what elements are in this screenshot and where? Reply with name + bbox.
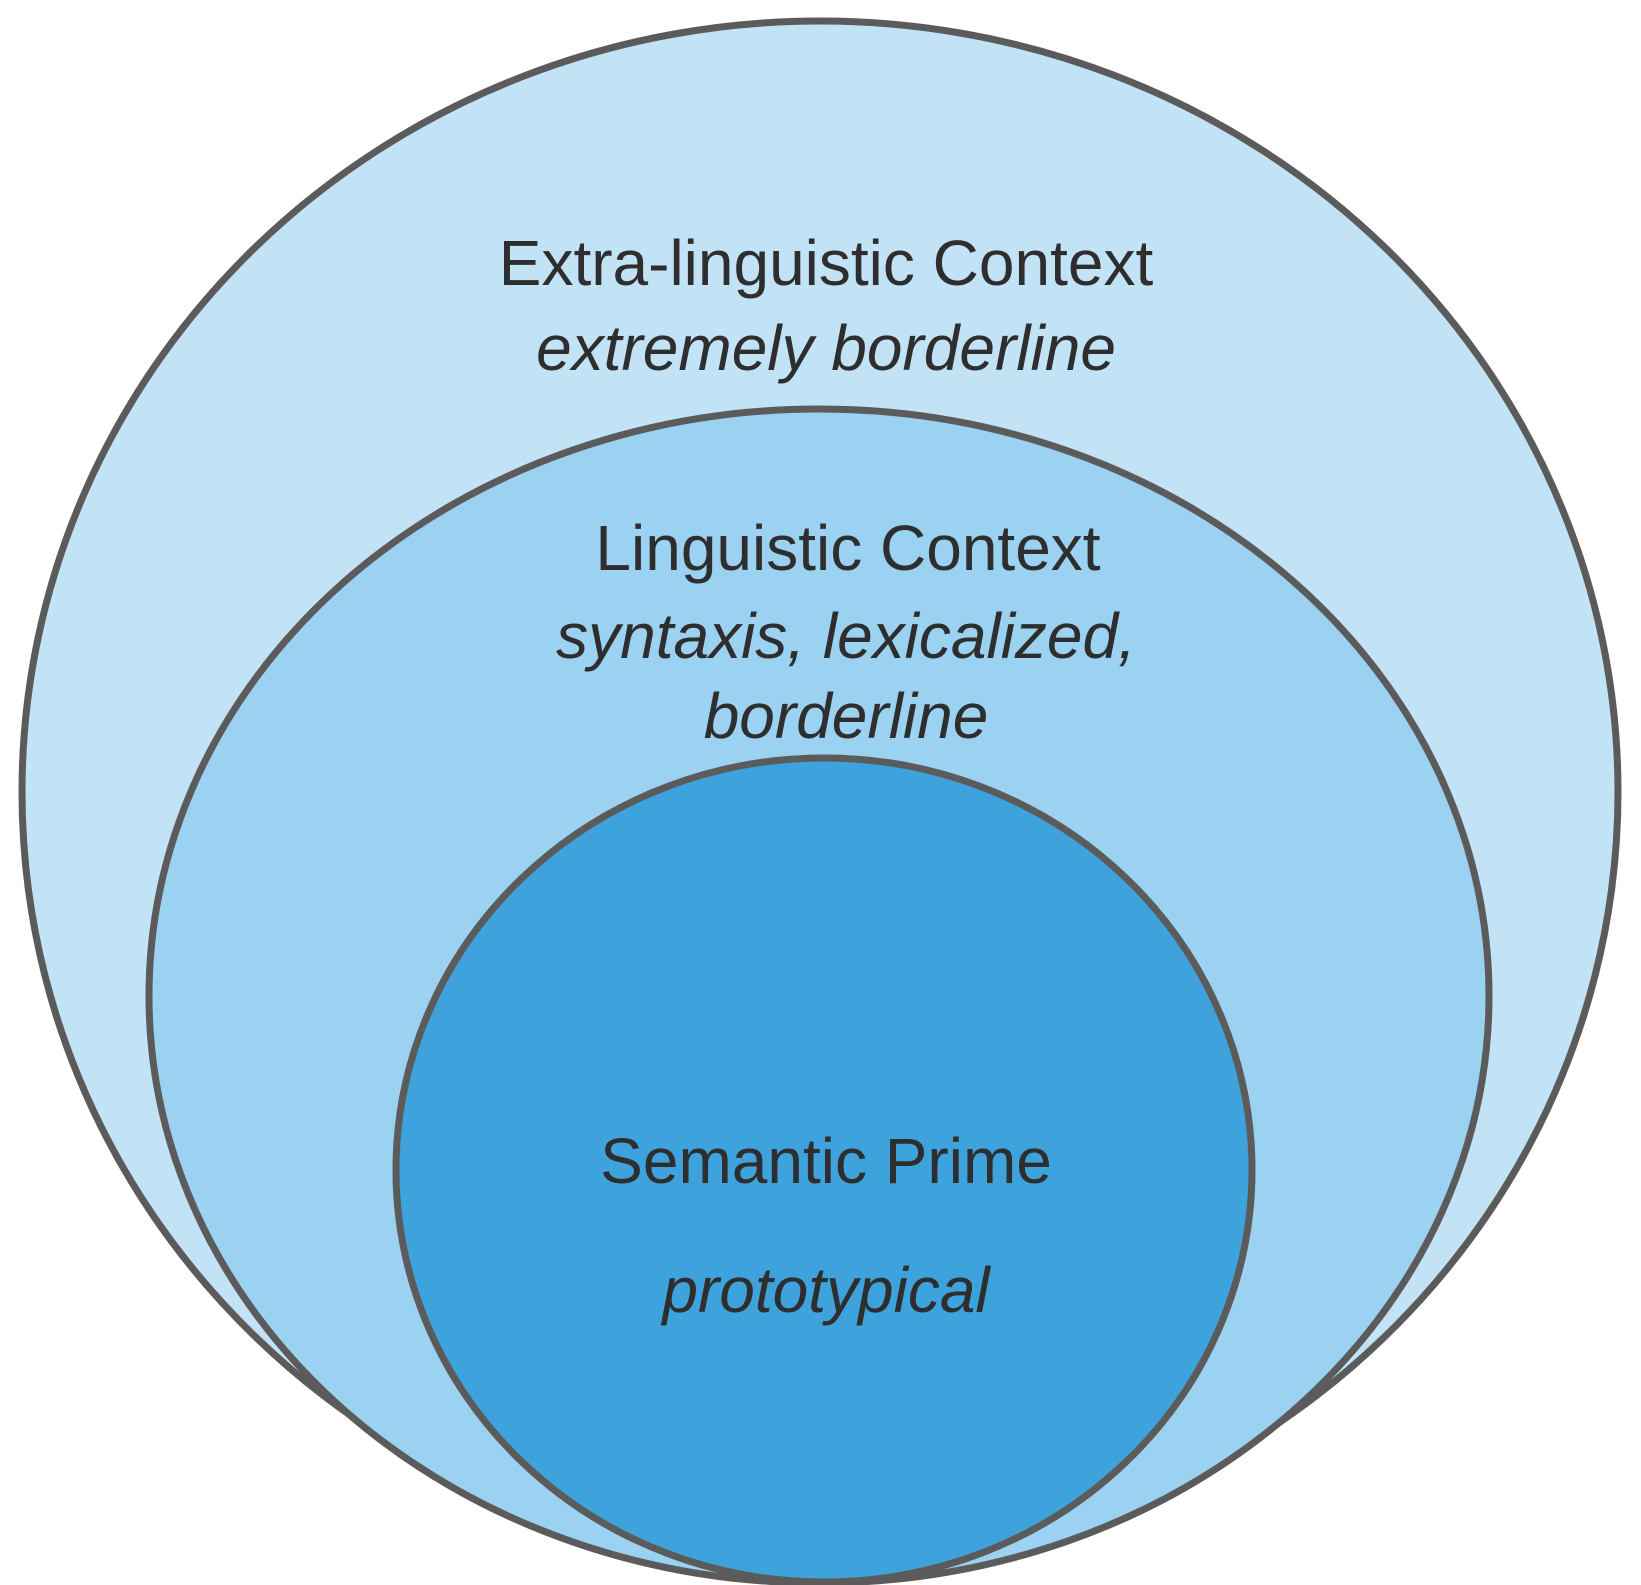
inner-circle-group [392,754,1256,1585]
inner-subtitle: prototypical [660,1254,991,1326]
outer-subtitle: extremely borderline [536,312,1116,384]
middle-title: Linguistic Context [595,512,1100,584]
middle-subtitle-line2: borderline [704,680,989,752]
inner-circle-semantic-prime [392,754,1256,1585]
outer-title: Extra-linguistic Context [499,227,1154,299]
middle-subtitle-line1: syntaxis, lexicalized, [556,600,1136,672]
inner-title: Semantic Prime [600,1125,1052,1197]
